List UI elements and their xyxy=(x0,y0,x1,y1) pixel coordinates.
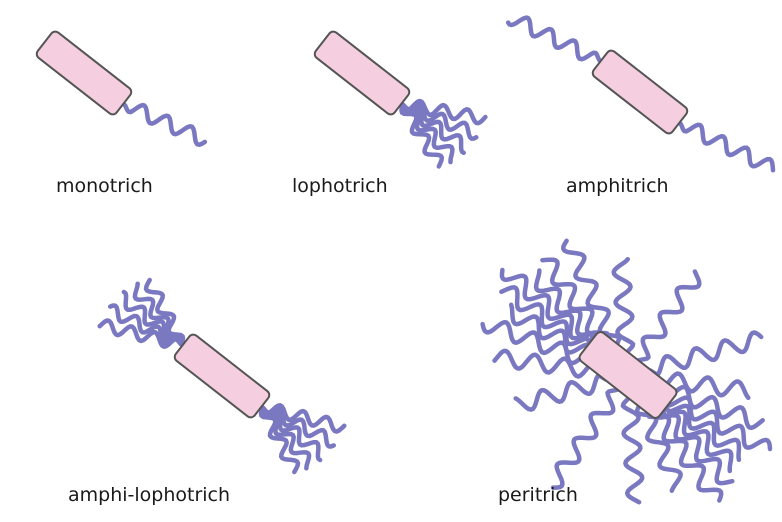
flagellum xyxy=(513,373,612,412)
flagellum xyxy=(480,319,598,366)
flagellum xyxy=(646,402,724,503)
label-amphi-lophotrich: amphi-lophotrich xyxy=(68,484,231,506)
flagellum xyxy=(499,285,594,353)
flagellum xyxy=(652,371,751,401)
label-monotrich: monotrich xyxy=(56,175,153,197)
bacterium-peritrich xyxy=(480,238,773,505)
cell-body xyxy=(35,30,133,116)
flagellum xyxy=(399,101,479,141)
flagellum xyxy=(634,398,683,493)
flagellum xyxy=(658,384,765,431)
bacterium-lophotrich xyxy=(313,30,488,169)
flagellum xyxy=(505,15,603,64)
flagellum xyxy=(662,397,742,463)
bacterium-monotrich xyxy=(35,30,208,147)
cell-body xyxy=(578,331,678,419)
flagellum xyxy=(121,101,208,147)
flagellum xyxy=(259,403,347,434)
cell-body xyxy=(591,49,689,135)
flagellum xyxy=(644,330,764,377)
flagellum xyxy=(499,267,597,349)
flagellum xyxy=(399,101,445,169)
flagellum xyxy=(620,393,645,505)
flagellum xyxy=(399,98,488,126)
cell-body xyxy=(313,30,411,116)
bacterium-amphitrich xyxy=(505,15,776,173)
flagellum xyxy=(107,303,185,348)
flagellum xyxy=(654,403,735,486)
flagellum xyxy=(677,120,776,173)
flagellum xyxy=(508,302,594,358)
flagellum xyxy=(550,386,622,490)
flagellum xyxy=(540,257,610,348)
flagellum xyxy=(662,392,773,452)
flagellum xyxy=(97,318,185,349)
flagellum xyxy=(143,277,186,348)
label-peritrich: peritrich xyxy=(498,484,578,506)
bacterium-amphi-lophotrich xyxy=(97,277,347,475)
flagellum xyxy=(634,269,702,364)
label-lophotrich: lophotrich xyxy=(292,175,388,197)
flagellum xyxy=(259,404,337,449)
flagellum xyxy=(258,404,301,475)
cell-body xyxy=(173,333,271,419)
label-amphitrich: amphitrich xyxy=(566,175,669,197)
flagellum xyxy=(611,256,636,357)
flagellum xyxy=(492,348,604,379)
